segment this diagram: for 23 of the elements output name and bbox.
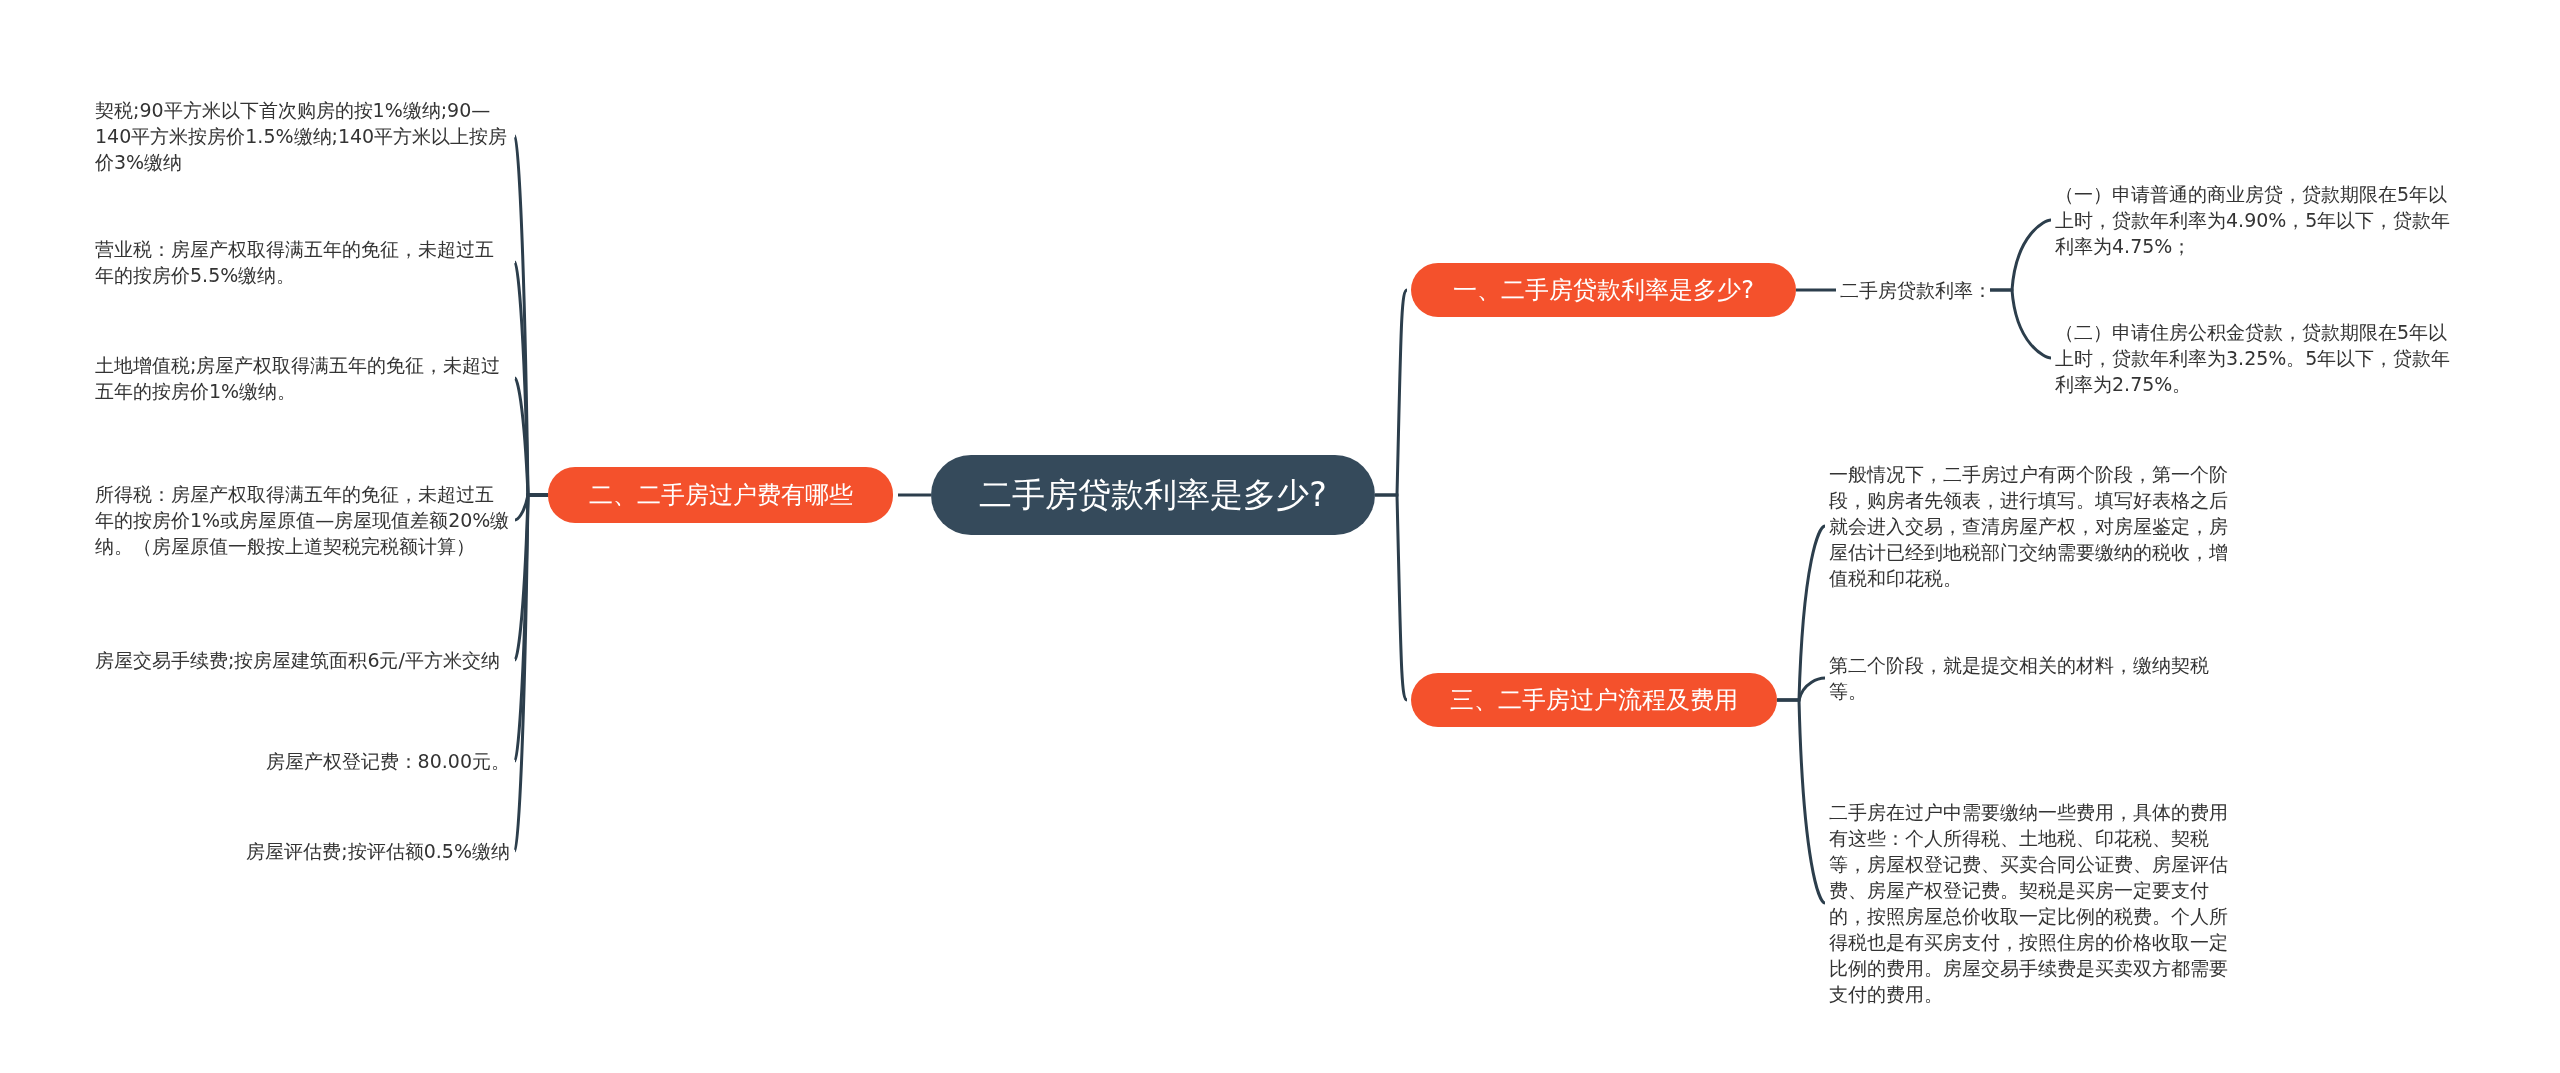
connector-line — [1796, 288, 1836, 292]
central-topic: 二手房贷款利率是多少? — [931, 455, 1375, 535]
connector-line — [1990, 288, 2052, 360]
branch-topic: 三、二手房过户流程及费用 — [1411, 673, 1777, 727]
connector-line — [1777, 698, 1826, 905]
topic-text: （二）申请住房公积金贷款，贷款期限在5年以上时，贷款年利率为3.25%。5年以下，贷款年利率为2.75%。 — [2055, 319, 2465, 397]
topic-text: 营业税：房屋产权取得满五年的免征，未超过五年的按房价5.5%缴纳。 — [95, 236, 510, 288]
connector-line — [898, 493, 931, 497]
topic-text: 所得税：房屋产权取得满五年的免征，未超过五年的按房价1%或房屋原值—房屋现值差额20%缴纳。（房屋原值一般按上道契税完税额计算） — [95, 481, 510, 559]
branch-topic: 二、二手房过户费有哪些 — [548, 467, 893, 523]
topic-text: 房屋评估费;按评估额0.5%缴纳 — [246, 838, 510, 864]
subtopic-text: 二手房贷款利率： — [1840, 276, 1990, 304]
connector-line — [513, 493, 548, 852]
topic-text: （一）申请普通的商业房贷，贷款期限在5年以上时，贷款年利率为4.90%，5年以下，贷款年利率为4.75%； — [2055, 181, 2465, 259]
topic-text: 一般情况下，二手房过户有两个阶段，第一个阶段，购房者先领表，进行填写。填写好表格之后就会进入交易，查清房屋产权，对房屋鉴定，房屋估计已经到地税部门交纳需要缴纳的税收，增值税和印花税。 — [1829, 461, 2239, 591]
branch-topic: 一、二手房贷款利率是多少? — [1411, 263, 1796, 317]
topic-text: 契税;90平方米以下首次购房的按1%缴纳;90—140平方米按房价1.5%缴纳;140平方米以上按房价3%缴纳 — [95, 97, 510, 175]
connector-line — [1375, 493, 1409, 701]
topic-text: 房屋交易手续费;按房屋建筑面积6元/平方米交纳 — [95, 647, 510, 673]
topic-text: 第二个阶段，就是提交相关的材料，缴纳契税等。 — [1829, 652, 2239, 704]
topic-text: 二手房在过户中需要缴纳一些费用，具体的费用有这些：个人所得税、土地税、印花税、契税等，房屋权登记费、买卖合同公证费、房屋评估费、房屋产权登记费。契税是买房一定要支付的，按照房屋总价收取一定比例的税费。个人所得税也是有买房支付，按照住房的价格收取一定比例的费用。房屋交易手续费是买卖双方都需要支付的费用。 — [1829, 799, 2239, 1007]
topic-text: 房屋产权登记费：80.00元。 — [265, 748, 510, 774]
topic-text: 土地增值税;房屋产权取得满五年的免征，未超过五年的按房价1%缴纳。 — [95, 352, 510, 404]
